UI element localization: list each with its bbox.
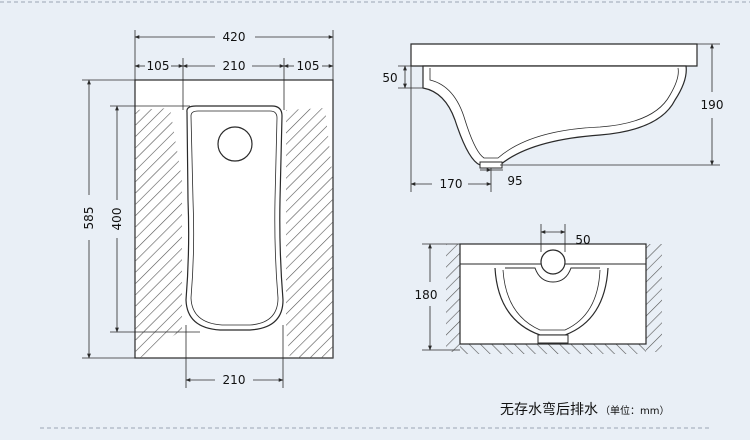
top-view: 420 105 210 105 585 400 210: [82, 30, 334, 388]
dim-side-left: 105: [147, 59, 170, 73]
dim-total-width: 420: [223, 30, 246, 44]
basin-inner-outline: [190, 110, 279, 326]
front-bowl-inner: [502, 269, 601, 331]
dim-basin-length: 400: [110, 208, 124, 231]
front-bottom-hatch: [460, 344, 646, 354]
side-rim: [410, 43, 698, 67]
dim-outlet-diameter: 50: [575, 233, 590, 247]
caption-unit: （单位：mm）: [600, 404, 669, 417]
caption: 无存水弯后排水（单位：mm）: [500, 401, 669, 418]
dim-side-right: 105: [297, 59, 320, 73]
caption-main: 无存水弯后排水: [500, 401, 598, 418]
dim-total-height: 190: [701, 98, 724, 112]
side-body: [422, 65, 687, 166]
front-outlet: [537, 334, 569, 344]
dim-rim-height: 50: [382, 71, 397, 85]
left-hatch-area: [135, 108, 182, 358]
dim-middle: 210: [223, 59, 246, 73]
basin-outline: [185, 105, 284, 331]
dim-bottom-width: 210: [223, 373, 246, 387]
drain-hole: [217, 126, 253, 162]
dim-front-height: 180: [415, 288, 438, 302]
dim-outlet-width: 95: [507, 174, 522, 188]
front-outlet-hole: [540, 249, 566, 275]
front-right-hatch: [646, 244, 662, 352]
front-view: 50 180: [415, 224, 662, 354]
dim-total-length: 585: [82, 207, 96, 230]
front-trap-curve: [505, 267, 600, 283]
dim-outlet-offset: 170: [440, 177, 463, 191]
side-inner-curve: [429, 67, 679, 159]
side-view: 50 190 170 95: [382, 43, 724, 192]
front-left-hatch: [446, 244, 460, 352]
side-outlet: [479, 161, 503, 169]
right-hatch-area: [286, 108, 333, 358]
